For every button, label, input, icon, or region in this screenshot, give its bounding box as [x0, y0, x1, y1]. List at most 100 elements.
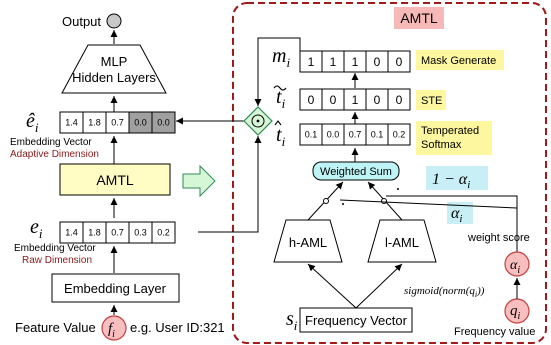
- t-hat-symbol: ti: [276, 124, 286, 149]
- line-fv-to-haml: [307, 263, 357, 309]
- weight-dot-2: [342, 203, 344, 205]
- softmax-vector-value: 0.0: [327, 130, 340, 140]
- raw-embedding-value: 1.8: [88, 228, 101, 238]
- adaptive-embedding-value: 0.0: [134, 118, 147, 128]
- raw-embedding-value: 1.4: [65, 228, 78, 238]
- mlp-hidden-layers-box: [61, 44, 167, 94]
- temperated-softmax-label-2: Softmax: [421, 139, 462, 151]
- e-hat-symbol: êi: [26, 110, 39, 135]
- embedding-layer-label: Embedding Layer: [64, 281, 167, 296]
- h-aml-label: h-AML: [289, 235, 327, 250]
- alpha-circle: [504, 251, 530, 277]
- alpha-circle-label: αi: [510, 258, 520, 276]
- ste-vector-value: 0: [396, 93, 403, 107]
- adaptive-embedding-cell: [151, 111, 176, 134]
- weight-score-label: weight score: [467, 232, 530, 244]
- ste-vector-value: 0: [330, 93, 337, 107]
- h-aml-trapezoid: [273, 219, 343, 263]
- hat-accent: [274, 120, 282, 126]
- emb-vec-label-adaptive: Embedding Vector: [10, 137, 92, 148]
- feature-value-label: Feature Value: [15, 320, 96, 335]
- ste-vector-value: 1: [352, 93, 359, 107]
- dot-operator-icon: [251, 114, 265, 128]
- emb-vec-label-raw: Embedding Vector: [14, 243, 96, 254]
- t-tilde-symbol: ti: [276, 86, 286, 111]
- adaptive-dimension-label: Adaptive Dimension: [10, 149, 99, 160]
- q-circle-label: qi: [510, 303, 521, 322]
- mask-vector-value: 0: [396, 55, 403, 69]
- amtl-module-box: [59, 163, 171, 196]
- mlp-label-2: Hidden Layers: [72, 70, 156, 85]
- adaptive-embedding-value: 1.4: [65, 118, 78, 128]
- softmax-vector-cell: [387, 123, 411, 146]
- adaptive-embedding-value: 0.0: [157, 118, 170, 128]
- mask-vector-value: 1: [352, 55, 359, 69]
- amtl-panel-title-box: [394, 7, 444, 29]
- output-label: Output: [62, 14, 101, 29]
- e-symbol: ei: [30, 216, 43, 241]
- ste-vector-value: 0: [374, 93, 381, 107]
- mask-generate-label-box: [416, 50, 504, 70]
- mlp-label-1: MLP: [101, 54, 128, 69]
- output-node: [106, 13, 122, 29]
- raw-embedding-cell: [151, 221, 176, 244]
- frequency-value-label: Frequency value: [454, 326, 535, 338]
- amtl-module-label: AMTL: [96, 172, 134, 188]
- l-aml-label: l-AML: [385, 235, 419, 250]
- raw-dimension-label: Raw Dimension: [22, 255, 92, 266]
- m-symbol: mi: [272, 45, 290, 70]
- softmax-vector: 0.1 0.0 0.7 0.1 0.2: [299, 123, 411, 146]
- adaptive-embedding-value: 0.7: [111, 118, 124, 128]
- raw-embedding-value: 0.7: [111, 228, 124, 238]
- raw-embedding-value: 0.2: [157, 228, 170, 238]
- ste-label-box: [416, 90, 446, 110]
- alpha-label-box: [447, 202, 473, 224]
- embedding-layer-box: [51, 273, 180, 303]
- softmax-vector-value: 0.1: [305, 130, 318, 140]
- one-minus-alpha-label: 1 − αi: [432, 171, 470, 191]
- ste-vector-cell: [387, 88, 411, 111]
- example-label: e.g. User ID:321: [130, 320, 225, 335]
- line-fv-to-laml: [355, 263, 403, 309]
- raw-embedding-value: 0.3: [134, 228, 147, 238]
- big-green-arrow: [182, 164, 216, 198]
- tilde-accent: [273, 85, 287, 91]
- softmax-vector-value: 0.7: [349, 130, 362, 140]
- mask-vector-value: 0: [374, 55, 381, 69]
- s-symbol: si: [286, 308, 298, 333]
- mask-generate-label: Mask Generate: [421, 55, 496, 67]
- weighted-sum-box: [312, 161, 400, 181]
- softmax-vector-value: 0.1: [371, 130, 384, 140]
- frequency-vector-label: Frequency Vector: [305, 313, 408, 328]
- weighted-sum-label: Weighted Sum: [320, 166, 392, 178]
- mask-vector: 1 1 1 0 0: [299, 50, 411, 73]
- softmax-vector-value: 0.2: [393, 130, 406, 140]
- sigmoid-label: sigmoid(norm(qi)): [404, 285, 485, 299]
- haml-junction: [323, 198, 329, 204]
- line-mask-to-dot: [254, 37, 301, 106]
- weight-dot-1: [397, 188, 399, 190]
- adaptive-embedding-vector: 1.4 1.8 0.7 0.0 0.0: [59, 111, 176, 134]
- dot-operator-center: [256, 119, 260, 123]
- mask-vector-cell: [387, 50, 411, 73]
- line-alpha: [339, 199, 518, 209]
- frequency-vector-box: [299, 307, 413, 333]
- f-circle-label: fi: [108, 321, 115, 340]
- mask-vector-value: 1: [308, 55, 315, 69]
- raw-embedding-vector: 1.4 1.8 0.7 0.3 0.2: [59, 221, 176, 244]
- adaptive-embedding-value: 1.8: [88, 118, 101, 128]
- temperated-softmax-label-box: [416, 121, 492, 155]
- mask-vector-value: 1: [330, 55, 337, 69]
- one-minus-alpha-box: [426, 166, 488, 190]
- alpha-label: αi: [451, 205, 462, 225]
- line-one-minus-alpha: [386, 195, 518, 252]
- line-e-to-dot: [198, 136, 262, 233]
- l-aml-trapezoid: [367, 219, 437, 263]
- amtl-panel-title: AMTL: [400, 10, 438, 26]
- f-circle: [101, 315, 127, 341]
- laml-junction: [381, 198, 387, 204]
- temperated-softmax-label-1: Temperated: [421, 125, 479, 137]
- amtl-panel-border: [232, 2, 547, 344]
